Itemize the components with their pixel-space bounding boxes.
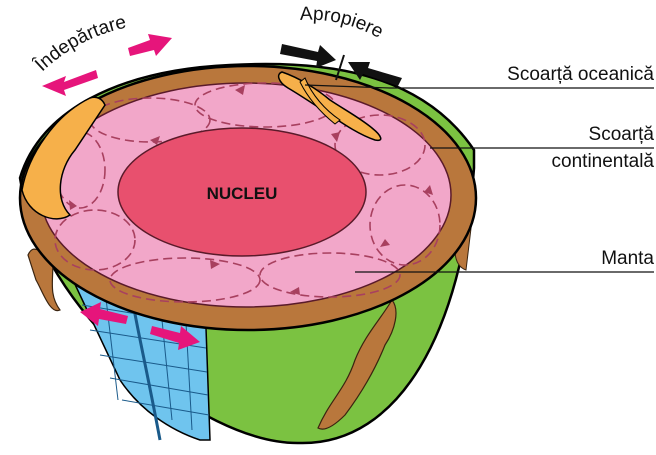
divergence-label-path: Îndepărtare	[30, 12, 128, 77]
continental-crust-label-line2: continentală	[552, 151, 655, 172]
mantle-label: Manta	[601, 248, 654, 269]
continental-crust-label-line1: Scoarță	[589, 124, 655, 145]
nucleus-label: NUCLEU	[207, 184, 278, 203]
convergence-label-path: Apropiere	[300, 4, 387, 43]
convergence-label: Apropiere	[300, 4, 387, 43]
divergence-label: Îndepărtare	[30, 12, 128, 77]
oceanic-crust-label: Scoarță oceanică	[507, 64, 654, 85]
